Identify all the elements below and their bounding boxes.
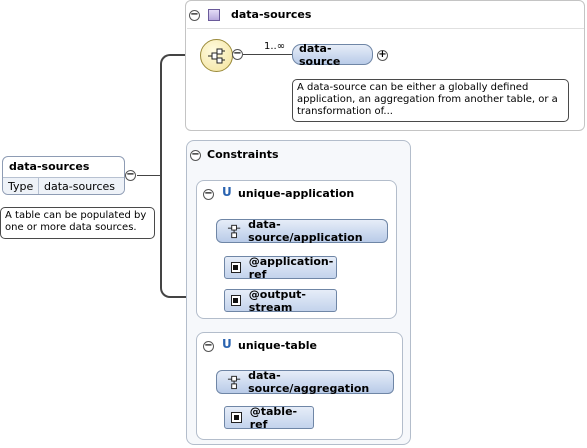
field-icon [231, 295, 241, 306]
tree-bracket [160, 54, 186, 298]
unique-key-icon: U [222, 337, 232, 351]
top-panel: − data-sources − 1..∞ data-source + A da… [185, 0, 585, 131]
type-cell-divider [38, 178, 39, 194]
constraints-title: Constraints [207, 148, 279, 161]
field-output-stream[interactable]: @output-stream [224, 287, 337, 314]
unique-key-icon: U [222, 185, 232, 199]
selector-aggregation-label: data-source/aggregation [248, 369, 370, 395]
data-source-label: data-source [299, 41, 341, 68]
data-source-tooltip: A data-source can be either a globally d… [292, 79, 569, 122]
field-application-ref-label: @application-ref [248, 254, 334, 281]
field-application-ref[interactable]: @application-ref [224, 254, 337, 281]
sequence-icon[interactable] [200, 39, 233, 72]
selector-application[interactable]: data-source/application [216, 218, 388, 244]
type-label: Type [8, 180, 34, 193]
root-collapse-icon[interactable]: − [125, 169, 136, 181]
unique-application-title: unique-application [238, 187, 355, 200]
top-panel-title: data-sources [231, 8, 312, 21]
expand-icon[interactable]: + [377, 49, 388, 61]
selector-application-label: data-source/application [248, 218, 363, 244]
data-source-tooltip-text: A data-source can be either a globally d… [297, 82, 558, 117]
root-connector-line [137, 175, 161, 176]
selector-aggregation[interactable]: data-source/aggregation [216, 369, 394, 395]
panel-divider [187, 28, 584, 29]
cardinality-label: 1..∞ [264, 41, 286, 52]
unique-application-collapse-icon[interactable]: − [203, 188, 214, 200]
field-table-ref[interactable]: @table-ref [224, 404, 314, 431]
sequence-collapse-icon[interactable]: − [232, 48, 243, 60]
sequence-connector [243, 54, 293, 55]
field-icon [231, 412, 242, 423]
collapse-icon[interactable]: − [189, 9, 200, 21]
unique-table-title: unique-table [238, 339, 317, 352]
constraints-collapse-icon[interactable]: − [190, 149, 201, 161]
data-source-element[interactable]: data-source [292, 41, 373, 68]
selector-icon [227, 375, 241, 390]
unique-table-collapse-icon[interactable]: − [203, 340, 214, 352]
root-tooltip-text: A table can be populated by one or more … [5, 210, 147, 233]
unique-table-panel: − U unique-table data-source/aggregation… [196, 332, 403, 440]
root-element[interactable]: data-sources Type data-sources [2, 156, 125, 195]
type-value: data-sources [44, 180, 116, 193]
constraints-panel: − Constraints − U unique-application dat… [186, 140, 411, 445]
root-type-row: Type data-sources [3, 177, 124, 194]
field-table-ref-label: @table-ref [249, 404, 298, 431]
element-group-icon [208, 9, 220, 21]
root-element-title: data-sources [9, 160, 90, 173]
unique-application-panel: − U unique-application data-source/appli… [196, 180, 397, 319]
field-icon [231, 262, 241, 273]
root-tooltip: A table can be populated by one or more … [0, 207, 155, 239]
selector-icon [227, 224, 241, 239]
field-output-stream-label: @output-stream [248, 287, 306, 314]
